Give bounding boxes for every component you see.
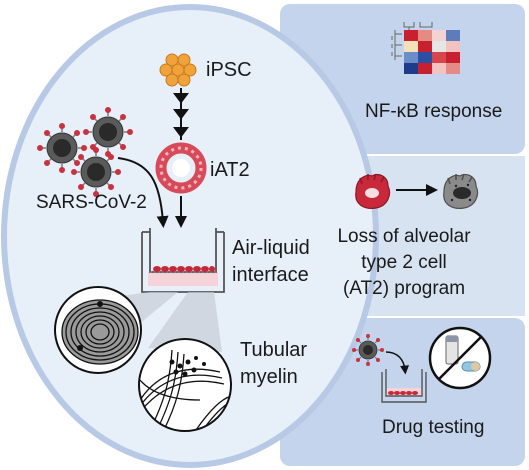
virus-small-icon — [352, 334, 384, 366]
at2-loss-line3: (AT2) program — [343, 278, 465, 299]
heatmap-cell — [446, 41, 460, 52]
heatmap-cell — [418, 41, 432, 52]
no-drug-icon — [428, 326, 492, 390]
heatmap-cell — [446, 63, 460, 74]
lamellar-body-circle — [54, 286, 142, 374]
arrow-virus-to-well-small — [385, 351, 410, 375]
transwell-small-icon — [381, 369, 427, 403]
ipsc-cells — [159, 53, 197, 87]
heatmap-cell — [418, 63, 432, 74]
at2-loss-line1: Loss of alveolar — [337, 226, 471, 247]
heatmap-cell — [404, 30, 418, 41]
virus-label: SARS-CoV-2 — [36, 192, 147, 213]
transwell-insert — [141, 228, 225, 293]
heatmap-cell — [418, 52, 432, 63]
heatmap-cell — [404, 63, 418, 74]
heatmap-cell — [404, 41, 418, 52]
differentiation-arrows — [173, 88, 189, 140]
heatmap-cell — [446, 30, 460, 41]
arrow-virus-to-ali — [117, 157, 169, 228]
healthy-at2-cell-icon — [355, 173, 391, 209]
at2-loss-icons — [355, 173, 479, 209]
drug-testing-icons — [352, 326, 492, 403]
tm-label-line1: Tubular — [240, 339, 307, 361]
ali-label-line2: interface — [232, 264, 309, 286]
heatmap-cell — [404, 52, 418, 63]
iat2-label: iAT2 — [210, 159, 250, 181]
heatmap-cell — [432, 52, 446, 63]
nfkb-label: NF-κB response — [365, 101, 502, 122]
heatmap-cell — [446, 52, 460, 63]
heatmap-cell — [432, 41, 446, 52]
tm-label-line2: myelin — [240, 366, 298, 388]
iat2-spheroid — [155, 142, 207, 194]
heatmap-cell — [432, 63, 446, 74]
ali-label-line1: Air-liquid — [232, 237, 310, 259]
zoom-cone-right — [148, 292, 222, 352]
tubular-myelin-circle — [138, 338, 232, 432]
ipsc-label: iPSC — [206, 59, 252, 81]
heatmap-cell — [432, 30, 446, 41]
infected-at2-cell-icon — [443, 173, 479, 209]
virus-particles — [37, 107, 133, 197]
drug-testing-label: Drug testing — [382, 417, 484, 438]
heatmap-icon — [391, 22, 460, 74]
heatmap-cell — [418, 30, 432, 41]
at2-loss-line2: type 2 cell — [361, 252, 447, 273]
